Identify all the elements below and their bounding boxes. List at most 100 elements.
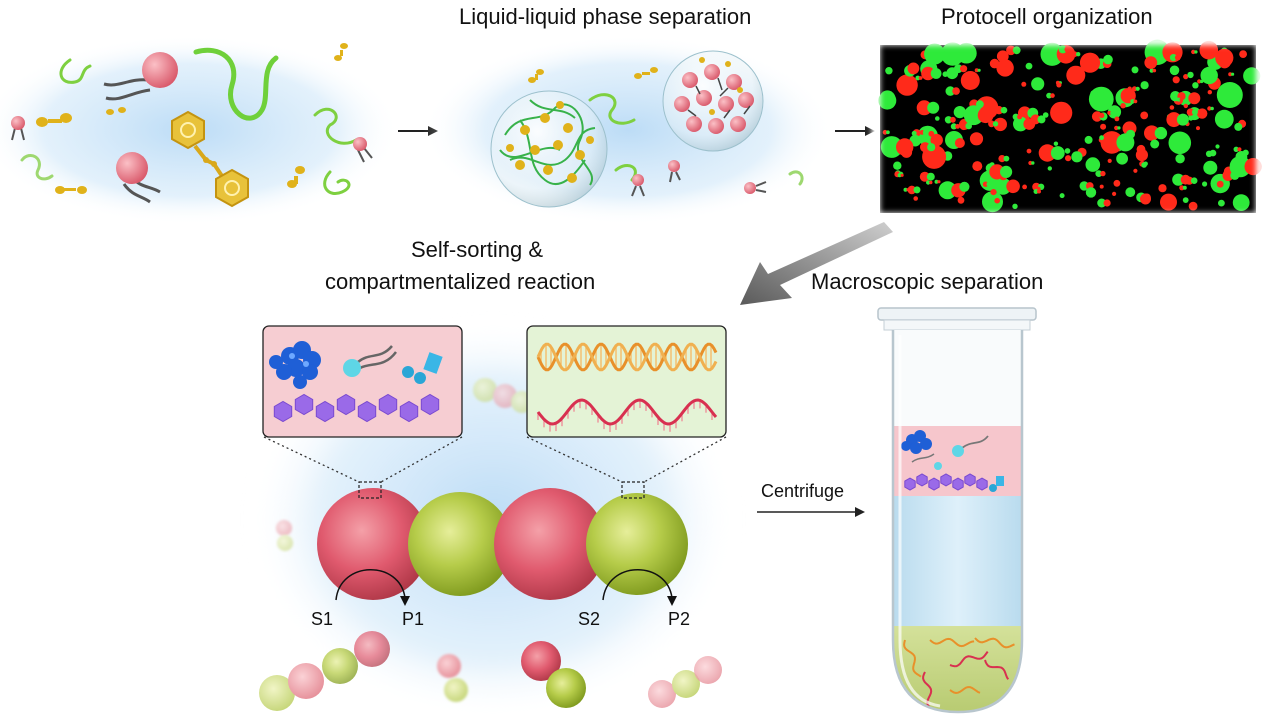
microscopy-image — [872, 37, 1264, 221]
droplet-dot — [1199, 40, 1219, 60]
droplet-dot — [880, 136, 903, 158]
droplet-dot — [1107, 158, 1112, 163]
droplet-dot — [1090, 90, 1098, 98]
azobenzene-icon — [528, 69, 544, 83]
droplet-dot — [1144, 56, 1158, 69]
droplet-dot — [1102, 88, 1107, 93]
droplet-dot — [1006, 45, 1016, 56]
droplet-dot — [990, 189, 997, 196]
lipid-head-icon — [911, 453, 942, 470]
inset-red-compartment — [262, 325, 463, 438]
droplet-dot — [1030, 114, 1041, 125]
droplet-dot — [955, 124, 960, 129]
droplet-dot — [1131, 86, 1138, 92]
droplet-dot — [1114, 116, 1120, 122]
droplet-dot — [960, 71, 980, 90]
droplet-dot — [1149, 68, 1154, 73]
droplet-dot — [1169, 105, 1175, 110]
reaction-arrow-2 — [602, 569, 673, 601]
droplet-dot — [926, 180, 931, 185]
droplet-dot — [918, 76, 923, 80]
polymer-coacervate — [490, 90, 608, 208]
droplet-dot — [1065, 155, 1072, 162]
droplet-dot — [1191, 109, 1198, 116]
droplet-dot — [959, 121, 968, 131]
droplet-dot — [1186, 108, 1195, 116]
droplet-dot — [993, 117, 1007, 132]
droplet-dot — [1174, 54, 1181, 61]
droplet-dot — [930, 133, 943, 147]
droplet-dot — [959, 181, 970, 192]
droplet-dot — [950, 116, 956, 123]
droplet-dot — [1239, 50, 1247, 58]
droplet-dot — [923, 130, 931, 138]
droplet-dot — [1056, 82, 1062, 88]
droplet-dot — [1103, 54, 1113, 65]
droplet-dot — [1120, 103, 1126, 109]
droplet-dot — [1242, 149, 1249, 156]
droplet-dot — [1053, 141, 1059, 146]
droplet-dot — [1216, 82, 1243, 108]
droplet-dot — [1117, 126, 1121, 130]
droplet-dot — [1190, 177, 1198, 184]
droplet-dot — [1207, 106, 1212, 111]
azobenzene-icon — [36, 113, 72, 127]
green-droplet — [408, 492, 512, 596]
droplet-dot — [1042, 112, 1049, 118]
droplet-dot — [1160, 193, 1177, 211]
protein-cluster-icon — [901, 430, 932, 454]
droplet-dot — [1210, 106, 1214, 111]
zoom-box — [621, 481, 645, 499]
droplet-dot — [1217, 116, 1224, 122]
droplet-dot — [1175, 154, 1185, 164]
droplet-dot — [1031, 161, 1035, 165]
droplet-dot — [1003, 155, 1010, 162]
llps-panel — [423, 35, 833, 225]
droplet-dot — [1187, 71, 1194, 79]
droplet-dot — [926, 172, 935, 181]
droplet-dot — [1140, 111, 1149, 120]
label-s1: S1 — [311, 609, 333, 629]
droplet-dot — [935, 116, 940, 121]
droplet-dot — [1203, 160, 1218, 175]
droplet-dot — [907, 185, 917, 195]
droplet-dot — [1155, 55, 1164, 64]
lipid-head-icon — [11, 116, 25, 141]
droplet-dot — [1099, 184, 1104, 189]
droplet-dot — [911, 130, 917, 136]
droplet-dot — [1079, 52, 1101, 73]
droplet-dot — [1126, 129, 1135, 139]
droplet-dot — [963, 105, 984, 126]
droplet-dot — [913, 196, 918, 201]
droplet-dot — [1012, 113, 1019, 121]
droplet-dot — [1095, 170, 1103, 178]
droplet-dot — [1114, 125, 1119, 131]
hexagon-chain-icon — [273, 393, 440, 423]
tube-wall — [891, 330, 1024, 714]
droplet-dot — [919, 171, 930, 182]
droplet-dot — [940, 42, 965, 66]
droplet-chain — [317, 488, 688, 600]
droplet-dot — [1218, 199, 1225, 207]
droplet-dot — [992, 121, 999, 127]
dna-helix-icon — [984, 659, 1010, 680]
droplet-dot — [1152, 68, 1157, 73]
droplet-dot — [1169, 54, 1177, 62]
label-p1: P1 — [402, 609, 424, 629]
droplet-dot — [952, 87, 960, 95]
droplet-dot — [974, 68, 979, 73]
droplet-dot — [1231, 72, 1235, 76]
droplet-dot — [1200, 66, 1218, 85]
droplet-dot — [1046, 92, 1052, 99]
droplet-dot — [924, 43, 946, 65]
droplet-dot — [1022, 184, 1027, 190]
label-centrifuge: Centrifuge — [761, 481, 845, 501]
droplet-dot — [1025, 62, 1033, 70]
droplet-dot — [1097, 198, 1107, 208]
llps-glow — [423, 35, 833, 225]
centrifuge-tube — [877, 307, 1037, 714]
droplet-dot — [994, 106, 1004, 115]
droplet-dot — [1196, 126, 1200, 131]
